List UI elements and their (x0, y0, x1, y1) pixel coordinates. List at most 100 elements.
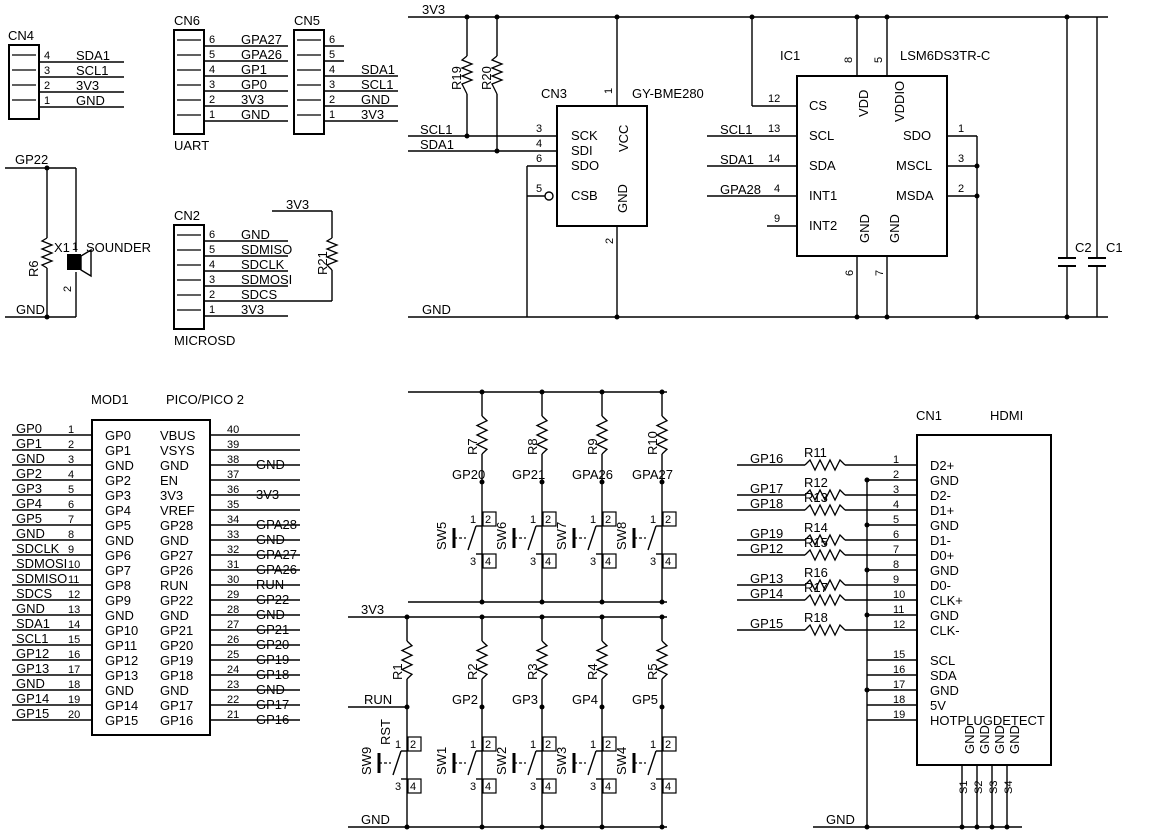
net-label: GND (16, 676, 45, 691)
net-label: GP13 (750, 571, 783, 586)
net-label: GND (361, 92, 390, 107)
net-label: SDCS (16, 586, 52, 601)
mod1-pin-num: 14 (68, 619, 80, 631)
cn1-pin-num: 5 (893, 514, 899, 526)
net-label: GP1 (241, 62, 267, 77)
net-label: RUN (256, 577, 284, 592)
ic1-pin: GND (887, 214, 902, 243)
cn4-pin-num: 1 (44, 95, 50, 107)
cn3-pin: SCK (571, 128, 598, 143)
cn2-pin-num: 4 (209, 259, 215, 271)
mod1-pin-num: 6 (68, 499, 74, 511)
switch-pin-num: 3 (650, 556, 656, 568)
mod1-pin-num: 4 (68, 469, 74, 481)
cn1-pin-num: 2 (893, 469, 899, 481)
pullup-resistor (535, 640, 549, 680)
mod1-pin-num: 39 (227, 439, 239, 451)
net-label: GPA26 (256, 562, 297, 577)
net-label: GP22 (256, 592, 289, 607)
cn1-pin-num: 11 (893, 604, 904, 616)
c1-ref: C1 (1106, 240, 1123, 255)
ic1-pin-num: 4 (774, 183, 780, 195)
net-label: GND (241, 227, 270, 242)
cn1-pin: CLK+ (930, 593, 963, 608)
switch-pin-num: 4 (605, 556, 611, 568)
cn3-pin-num: 6 (536, 153, 542, 165)
cn1-pin-num: 6 (893, 529, 899, 541)
cn2-pin-num: 6 (209, 229, 215, 241)
series-resistor (804, 488, 846, 502)
resistor-ref: R12 (804, 475, 828, 490)
cn6-body (173, 29, 205, 135)
switch-pin-num: 2 (545, 739, 551, 751)
mod1-pin: GP22 (160, 593, 193, 608)
resistor-ref: R8 (525, 438, 540, 455)
resistor-ref: R16 (804, 565, 828, 580)
net-label: GP20 (256, 637, 289, 652)
cn5-pin-num: 3 (329, 79, 335, 91)
connector-cn2: CN2 3V3 R21 6 5 4 3 2 1 GND SDMISO SDCLK… (173, 197, 339, 348)
switch-pin-num: 1 (590, 514, 596, 526)
mod1-pin-num: 28 (227, 604, 239, 616)
net-label: GND (16, 451, 45, 466)
capacitor-c2 (1058, 257, 1076, 267)
series-resistor (804, 548, 846, 562)
switch-block: 3V3 GND RUN RST R7GP202413SW5R8GP212413S… (348, 389, 677, 830)
cn1-pin: D2+ (930, 458, 954, 473)
cn4-pin-num: 2 (44, 80, 50, 92)
resistor-ref: R13 (804, 490, 828, 505)
mod1-pin: GP14 (105, 698, 138, 713)
net-label: GND (256, 682, 285, 697)
cn1-pin-num: S3 (988, 781, 1000, 794)
net-label: SDMISO (241, 242, 292, 257)
cn5-pin-num: 1 (329, 109, 335, 121)
cn3-pin-num: 1 (603, 88, 615, 94)
pullup-resistor (535, 415, 549, 455)
mod1-pin: GP17 (160, 698, 193, 713)
mod1-pin-num: 11 (68, 574, 79, 586)
net-label: GP1 (16, 436, 42, 451)
switch-pin-num: 3 (470, 556, 476, 568)
pullup-resistor (655, 640, 669, 680)
switch-pin-num: 2 (545, 514, 551, 526)
pullup-resistor (400, 640, 414, 680)
cn3-pin: SDO (571, 158, 599, 173)
cn1-body (916, 434, 1052, 766)
ic1-pin-num: 6 (844, 270, 856, 276)
switch-pin-num: 3 (470, 781, 476, 793)
connector-cn6: CN6 6 5 4 3 2 1 GPA27 GPA26 GP1 GP0 3V3 … (173, 13, 288, 153)
net-label: GPA26 (572, 467, 613, 482)
net-label: GND (422, 302, 451, 317)
cn2-pin-num: 1 (209, 304, 215, 316)
cn6-pin-num: 4 (209, 64, 215, 76)
net-label: GND (241, 107, 270, 122)
cn1-pin: GND (930, 518, 959, 533)
cn5-pin-num: 2 (329, 94, 335, 106)
mod1-pin: GP28 (160, 518, 193, 533)
cn2-ref: CN2 (174, 208, 200, 223)
resistor-ref: R3 (525, 663, 540, 680)
mod1-pin-num: 36 (227, 484, 239, 496)
net-label: SDA1 (420, 137, 454, 152)
switch-ref: SW5 (434, 522, 449, 550)
net-label: 3V3 (76, 78, 99, 93)
mod1-pin: GP7 (105, 563, 131, 578)
switch-pin-num: 3 (650, 781, 656, 793)
net-label: SCL1 (76, 63, 109, 78)
resistor-ref: R9 (585, 438, 600, 455)
cn1-pin: GND (992, 725, 1007, 754)
switch-pin-num: 3 (530, 781, 536, 793)
net-label: GP18 (750, 496, 783, 511)
net-label: SDMOSI (241, 272, 292, 287)
ic1-pin: MSCL (896, 158, 932, 173)
cn1-pin: D1- (930, 533, 951, 548)
cn1-pin: CLK- (930, 623, 960, 638)
switch-pin-num: 1 (395, 739, 401, 751)
mod1-pin: GP13 (105, 668, 138, 683)
c2-ref: C2 (1075, 240, 1092, 255)
switch-pin-num: 4 (485, 556, 491, 568)
net-label: 3V3 (256, 487, 279, 502)
mod1-pin: GND (160, 458, 189, 473)
cn1-pin: GND (962, 725, 977, 754)
cn6-pin-num: 1 (209, 109, 215, 121)
